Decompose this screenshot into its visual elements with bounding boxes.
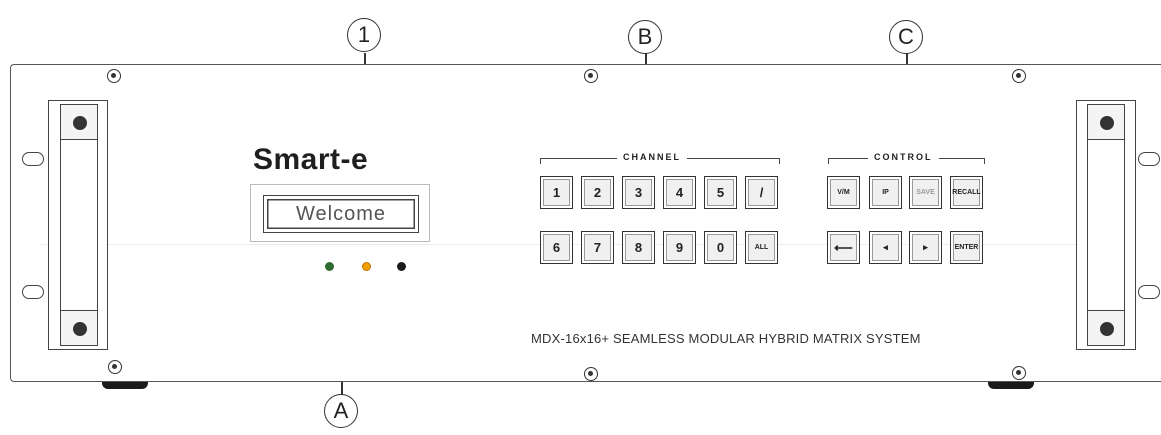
callout-1: 1	[347, 18, 381, 52]
channel-group-label: CHANNEL	[617, 152, 687, 162]
channel-key-2[interactable]: 2	[581, 176, 614, 209]
screw-bottom-right	[1012, 366, 1026, 380]
right-handle-cap-top	[1087, 104, 1125, 140]
control-group-label: CONTROL	[868, 152, 939, 162]
mount-slot-left-top	[22, 152, 44, 166]
control-key-back-arrow[interactable]: ⟵	[827, 231, 860, 264]
channel-key-6[interactable]: 6	[540, 231, 573, 264]
left-foot	[102, 382, 148, 389]
channel-key-3[interactable]: 3	[622, 176, 655, 209]
right-foot	[988, 382, 1034, 389]
channel-key-1[interactable]: 1	[540, 176, 573, 209]
control-key-enter[interactable]: ENTER	[950, 231, 983, 264]
control-key-right-arrow[interactable]: ▸	[909, 231, 942, 264]
left-handle-cap-top	[60, 104, 98, 140]
led-black	[397, 262, 406, 271]
mount-slot-right-top	[1138, 152, 1160, 166]
channel-key-7[interactable]: 7	[581, 231, 614, 264]
left-handle-hole-top	[73, 116, 87, 130]
callout-a: A	[324, 394, 358, 428]
screw-top-left	[107, 69, 121, 83]
control-key-recall[interactable]: RECALL	[950, 176, 983, 209]
right-handle-hole-top	[1100, 116, 1114, 130]
mount-slot-right-bottom	[1138, 285, 1160, 299]
lcd-display: Welcome	[263, 195, 419, 233]
screw-top-center	[584, 69, 598, 83]
screw-bottom-left	[108, 360, 122, 374]
mount-slot-left-bottom	[22, 285, 44, 299]
left-handle-bar	[60, 140, 98, 312]
led-green	[325, 262, 334, 271]
right-handle-cap-bottom	[1087, 310, 1125, 346]
control-key-save[interactable]: SAVE	[909, 176, 942, 209]
screw-top-right	[1012, 69, 1026, 83]
brand-logo: Smart-e	[253, 143, 369, 176]
model-label: MDX-16x16+ SEAMLESS MODULAR HYBRID MATRI…	[531, 331, 921, 346]
channel-key-all[interactable]: ALL	[745, 231, 778, 264]
screw-bottom-center	[584, 367, 598, 381]
left-handle-hole-bottom	[73, 322, 87, 336]
channel-key-9[interactable]: 9	[663, 231, 696, 264]
led-orange	[362, 262, 371, 271]
front-panel	[10, 64, 1161, 382]
right-handle-bar	[1087, 140, 1125, 312]
left-handle-cap-bottom	[60, 310, 98, 346]
callout-c: C	[889, 20, 923, 54]
control-key-left-arrow[interactable]: ◂	[869, 231, 902, 264]
panel-midline	[40, 244, 1120, 245]
control-key-vm[interactable]: V/M	[827, 176, 860, 209]
channel-key-8[interactable]: 8	[622, 231, 655, 264]
channel-key-slash[interactable]: /	[745, 176, 778, 209]
control-key-ip[interactable]: IP	[869, 176, 902, 209]
channel-key-4[interactable]: 4	[663, 176, 696, 209]
callout-b: B	[628, 20, 662, 54]
channel-key-0[interactable]: 0	[704, 231, 737, 264]
right-handle-hole-bottom	[1100, 322, 1114, 336]
channel-key-5[interactable]: 5	[704, 176, 737, 209]
